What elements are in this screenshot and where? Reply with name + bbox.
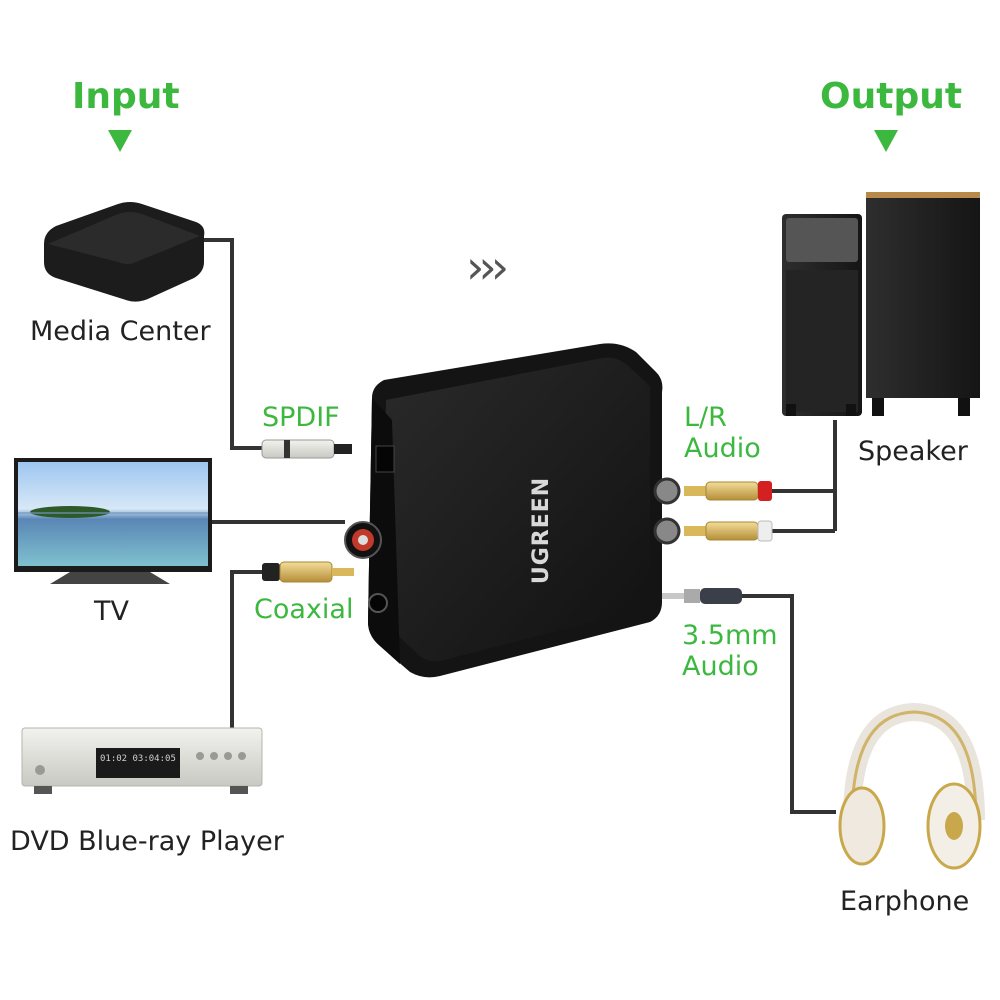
- tv-device: [14, 458, 212, 584]
- earphone-device: [838, 702, 985, 870]
- input-arrow-icon: [108, 130, 132, 152]
- spdif-plug: [261, 439, 352, 459]
- jack-plug: [662, 588, 742, 604]
- media-center-label: Media Center: [30, 316, 211, 347]
- earphone-cable: [740, 594, 836, 814]
- output-heading: Output: [820, 76, 963, 117]
- coaxial-plug: [262, 561, 354, 583]
- flow-direction-icon: ›››: [466, 240, 509, 294]
- media-center-cable: [200, 238, 262, 450]
- rca-white-plug: [684, 520, 773, 542]
- lr-audio-label: L/R Audio: [684, 402, 761, 464]
- speaker-cable: [770, 420, 837, 533]
- jack-audio-label-line2: Audio: [682, 651, 759, 683]
- rca-red-plug: [684, 481, 772, 501]
- output-arrow-icon: [874, 130, 898, 152]
- converter-brand-logo: UGREEN: [529, 476, 555, 585]
- dvd-player-label: DVD Blue-ray Player: [10, 826, 284, 857]
- speaker-label: Speaker: [858, 436, 968, 467]
- spdif-label: SPDIF: [262, 402, 340, 433]
- media-center-device: [44, 202, 205, 302]
- lr-audio-label-line1: L/R: [684, 402, 727, 433]
- lr-audio-label-line2: Audio: [684, 433, 761, 465]
- dvd-cable: [230, 570, 262, 728]
- coaxial-label: Coaxial: [254, 594, 354, 625]
- earphone-label: Earphone: [840, 886, 970, 917]
- jack-audio-label: 3.5mm Audio: [682, 620, 778, 682]
- jack-audio-label-line1: 3.5mm: [682, 620, 778, 651]
- dvd-display-readout: 01:02 03:04:05: [100, 754, 176, 764]
- dvd-player-device: [21, 727, 263, 794]
- converter-box: [344, 343, 681, 678]
- tv-label: TV: [94, 596, 129, 627]
- speaker-device: [782, 192, 980, 416]
- input-heading: Input: [72, 76, 180, 117]
